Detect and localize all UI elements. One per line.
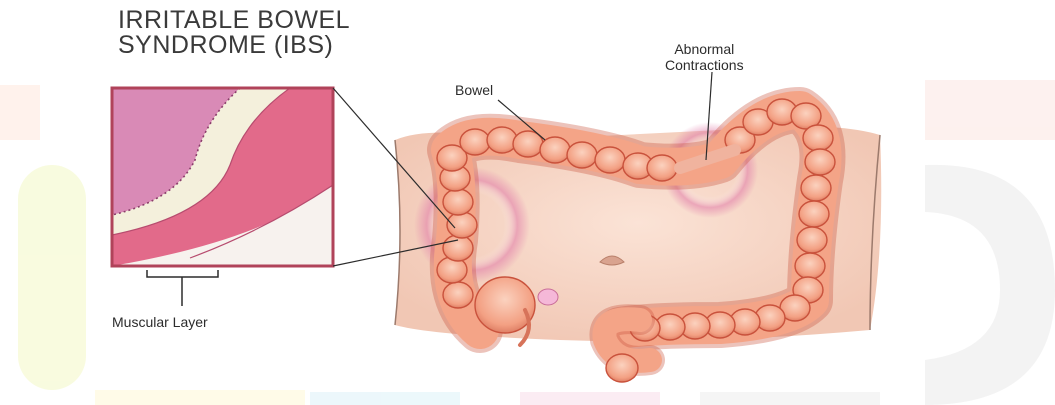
colon-segment	[487, 127, 517, 153]
title-line-1: IRRITABLE BOWEL	[118, 8, 350, 33]
colon-segment	[801, 175, 831, 201]
muscular-layer-label: Muscular Layer	[112, 314, 208, 330]
colon-segment	[799, 201, 829, 227]
colon-segment	[567, 142, 597, 168]
abnormal-label-line-1: Abnormal	[665, 41, 744, 57]
colon-segment	[803, 125, 833, 151]
abnormal-contractions-label: Abnormal Contractions	[665, 41, 744, 73]
colon-segment	[460, 129, 490, 155]
bowel-label: Bowel	[455, 82, 493, 98]
colon-segment	[647, 155, 677, 181]
abnormal-label-line-2: Contractions	[665, 57, 744, 73]
colon-segment	[595, 147, 625, 173]
colon-segment	[447, 212, 477, 238]
muscular-layer-inset	[112, 88, 333, 266]
colon-segment	[797, 227, 827, 253]
colon-segment	[443, 235, 473, 261]
colon-segment	[443, 189, 473, 215]
title-line-2: SYNDROME (IBS)	[118, 33, 350, 58]
muscular-layer-bracket	[147, 270, 218, 306]
colon-segment	[805, 149, 835, 175]
colon-segment	[443, 282, 473, 308]
colon-segment	[540, 137, 570, 163]
diagram-title: IRRITABLE BOWEL SYNDROME (IBS)	[118, 8, 350, 58]
colon-segment	[795, 253, 825, 279]
